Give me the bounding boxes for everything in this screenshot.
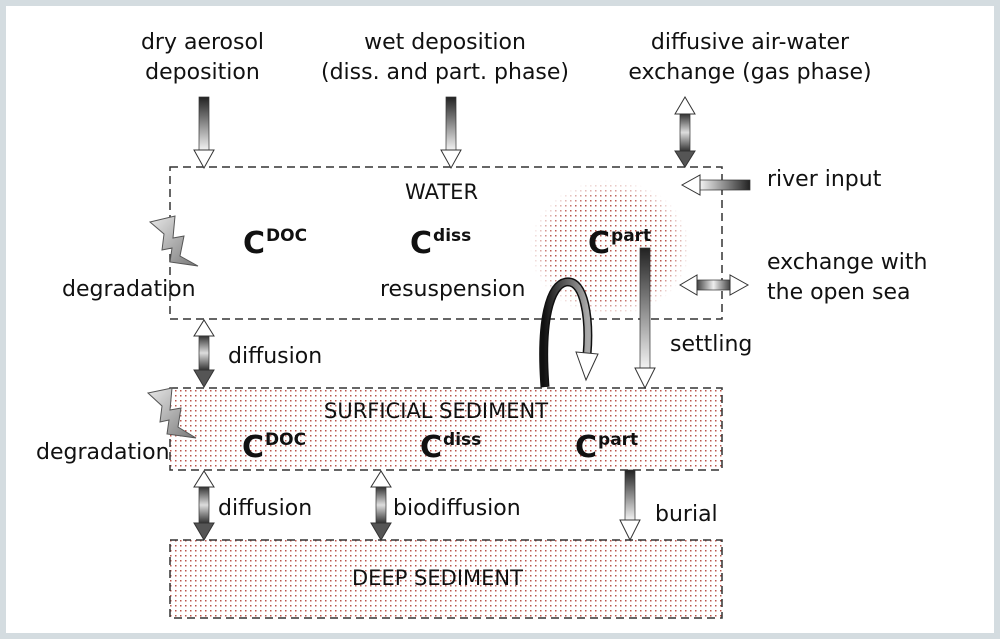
wet-deposition-label: wet deposition(diss. and part. phase) (320, 30, 570, 85)
deep-sediment-box (169, 539, 723, 619)
burial-arrow (619, 469, 641, 542)
biodiffusion-arrow (370, 470, 392, 541)
water-degradation-bolt-icon (148, 215, 199, 267)
surficial-c-part: Cpart (575, 430, 639, 465)
water-title: WATER (405, 180, 479, 204)
water-c-part: Cpart (588, 226, 652, 261)
air-water-exchange-arrow (674, 96, 696, 168)
surficial-degradation-label: degradation (36, 440, 170, 465)
wet-deposition-arrow (440, 96, 462, 170)
surficial-sediment-box (169, 387, 723, 471)
diffusion-upper-label: diffusion (228, 344, 323, 369)
river-input-label: river input (767, 167, 882, 192)
water-c-doc: CDOC (243, 226, 308, 261)
water-c-diss: Cdiss (410, 226, 472, 261)
surficial-sediment-title: SURFICIAL SEDIMENT (324, 399, 549, 423)
water-degradation-label: degradation (62, 277, 196, 302)
burial-label: burial (655, 502, 718, 527)
diffusion-lower-arrow (193, 470, 215, 541)
surficial-degradation-bolt-icon (146, 387, 197, 439)
river-input-arrow (680, 174, 751, 196)
dry-deposition-arrow (193, 96, 215, 170)
surficial-c-diss: Cdiss (420, 430, 482, 465)
settling-label: settling (670, 332, 753, 357)
diffusion-upper-arrow (193, 319, 215, 388)
settling-arrow (634, 247, 656, 390)
resuspension-arrow (539, 277, 599, 388)
resuspension-label: resuspension (380, 277, 526, 302)
surficial-c-doc: CDOC (242, 430, 307, 465)
deep-sediment-title: DEEP SEDIMENT (352, 566, 523, 590)
open-sea-exchange-arrow (679, 274, 750, 296)
biodiffusion-label: biodiffusion (393, 496, 521, 521)
diffusion-lower-label: diffusion (218, 496, 313, 521)
